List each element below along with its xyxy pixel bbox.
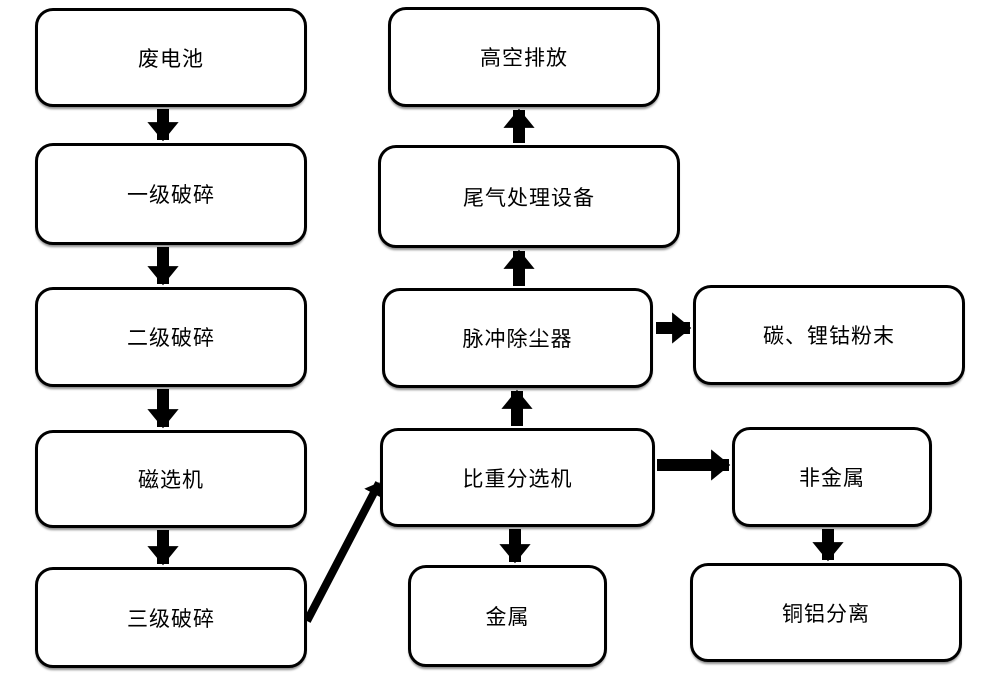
node-high-altitude-discharge-label: 高空排放	[480, 46, 568, 70]
node-waste-battery: 废电池	[35, 8, 307, 107]
node-magnetic-separator: 磁选机	[35, 430, 307, 528]
node-non-metal-label: 非金属	[799, 466, 865, 490]
node-non-metal: 非金属	[732, 427, 932, 527]
node-secondary-crushing-label: 二级破碎	[127, 326, 215, 350]
node-metal: 金属	[408, 565, 607, 667]
node-gravity-separator-label: 比重分选机	[462, 466, 573, 491]
node-pulse-dust-collector-label: 脉冲除尘器	[462, 327, 573, 351]
node-copper-aluminum-separation: 铜铝分离	[690, 563, 962, 662]
node-primary-crushing: 一级破碎	[35, 143, 307, 245]
node-primary-crushing-label: 一级破碎	[127, 183, 215, 207]
node-exhaust-gas-treatment-label: 尾气处理设备	[463, 185, 595, 210]
node-waste-battery-label: 废电池	[138, 46, 204, 71]
node-carbon-lithium-cobalt-powder-label: 碳、锂钴粉末	[763, 324, 895, 348]
node-magnetic-separator-label: 磁选机	[138, 468, 204, 492]
node-high-altitude-discharge: 高空排放	[388, 7, 660, 107]
node-pulse-dust-collector: 脉冲除尘器	[382, 288, 653, 388]
node-tertiary-crushing-label: 三级破碎	[127, 606, 215, 631]
arrow-tertiary-crushing-to-gravity-icon	[303, 481, 383, 623]
node-carbon-lithium-cobalt-powder: 碳、锂钴粉末	[693, 285, 965, 385]
node-secondary-crushing: 二级破碎	[35, 287, 307, 387]
node-copper-aluminum-separation-label: 铜铝分离	[782, 601, 870, 626]
node-exhaust-gas-treatment: 尾气处理设备	[378, 145, 680, 248]
node-tertiary-crushing: 三级破碎	[35, 567, 307, 668]
node-gravity-separator: 比重分选机	[380, 428, 655, 527]
node-metal-label: 金属	[485, 605, 530, 629]
